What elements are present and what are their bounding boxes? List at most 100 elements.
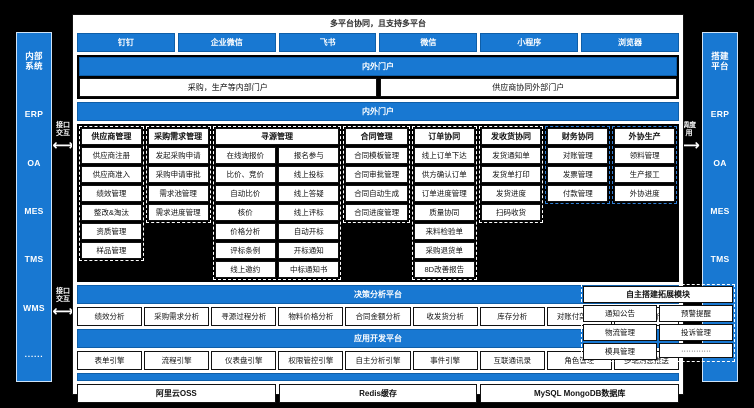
extension-cell-right-2[interactable]: ············ [659,343,733,358]
extension-cell-left-1[interactable]: 物流管理 [583,324,657,341]
capability-group-7[interactable]: 外协生产领料管理生产报工外协进度 [612,126,677,204]
capability-cell-0-0-3[interactable]: 整改&淘汰 [81,204,142,221]
capability-cell-2-0-3[interactable]: 核价 [214,204,276,221]
capability-group-6[interactable]: 财务协同对账管理发票管理付款管理 [545,126,611,204]
capability-cell-4-0-1[interactable]: 供方确认订单 [413,166,475,183]
decision-item-3[interactable]: 物料价格分析 [278,307,344,326]
capability-cell-4-0-5[interactable]: 采购退货单 [413,242,475,259]
capability-cell-5-0-2[interactable]: 发货进度 [480,185,542,202]
channel-chip-5[interactable]: 浏览器 [581,33,679,52]
internal-system-item-3[interactable]: MES [17,206,51,217]
capability-cell-0-0-5[interactable]: 样品管理 [81,242,142,259]
extension-module-head[interactable]: 自主搭建拓展模块 [583,286,733,303]
platform-item-0[interactable]: 搭建平台 [703,51,737,72]
capability-cell-0-0-2[interactable]: 绩效管理 [81,185,142,202]
capability-cell-2-1-3[interactable]: 线上评标 [278,204,340,221]
capability-group-0[interactable]: 供应商管理供应商注册供应商准入绩效管理整改&淘汰资质管理样品管理 [79,126,144,261]
capability-cell-4-0-3[interactable]: 质量协同 [413,204,475,221]
platform-item-1[interactable]: ERP [703,110,737,120]
capability-cell-2-0-2[interactable]: 自动比价 [214,185,276,202]
capability-cell-2-0-1[interactable]: 比价、竞价 [214,166,276,183]
infra-item-2[interactable]: MySQL MongoDB数据库 [480,384,680,403]
extension-cell-right-1[interactable]: 投诉管理 [659,324,733,341]
capability-cell-3-0-0[interactable]: 合同模板管理 [345,147,408,164]
channel-chip-0[interactable]: 钉钉 [77,33,175,52]
capability-head-4[interactable]: 订单协同 [413,128,475,145]
capability-cell-7-0-2[interactable]: 外协进度 [614,185,675,202]
capability-cell-6-0-2[interactable]: 付款管理 [547,185,609,202]
extension-cell-right-0[interactable]: 预警提醒 [659,305,733,322]
appdev-item-2[interactable]: 仪表盘引擎 [211,351,277,370]
capability-cell-0-0-1[interactable]: 供应商准入 [81,166,142,183]
capability-cell-0-0-0[interactable]: 供应商注册 [81,147,142,164]
capability-cell-5-0-3[interactable]: 扫码收货 [480,204,542,221]
capability-cell-0-0-4[interactable]: 资质管理 [81,223,142,240]
capability-cell-5-0-1[interactable]: 发货单打印 [480,166,542,183]
capability-cell-4-0-4[interactable]: 来料检验单 [413,223,475,240]
capability-cell-3-0-3[interactable]: 合同进度管理 [345,204,408,221]
capability-cell-2-1-1[interactable]: 线上投标 [278,166,340,183]
channel-chip-3[interactable]: 微信 [379,33,478,52]
capability-cell-1-0-2[interactable]: 需求池管理 [147,185,209,202]
appdev-item-6[interactable]: 互联通讯录 [479,351,545,370]
infra-item-1[interactable]: Redis缓存 [278,384,478,403]
extension-cell-left-2[interactable]: 模具管理 [583,343,657,360]
appdev-item-0[interactable]: 表单引擎 [77,351,143,370]
capability-cell-1-0-0[interactable]: 发起采购申请 [147,147,209,164]
capability-head-0[interactable]: 供应商管理 [81,128,142,145]
portal-box-0[interactable]: 采购，生产等内部门户 [79,78,377,97]
capability-cell-6-0-1[interactable]: 发票管理 [547,166,609,183]
internal-system-item-0[interactable]: 内部系统 [17,51,51,72]
capability-cell-2-1-6[interactable]: 中标通知书 [278,261,340,278]
decision-item-5[interactable]: 收发货分析 [412,307,478,326]
appdev-item-4[interactable]: 自主分析引擎 [345,351,411,370]
internal-system-item-6[interactable]: ······ [17,351,51,362]
appdev-item-3[interactable]: 权限管控引擎 [278,351,344,370]
extension-module-group[interactable]: 自主搭建拓展模块通知公告物流管理模具管理 预警提醒投诉管理 ············ [581,284,735,362]
internal-system-item-1[interactable]: ERP [17,110,51,120]
platform-item-4[interactable]: TMS [703,255,737,265]
capability-cell-2-0-5[interactable]: 评标条例 [214,242,276,259]
capability-cell-3-0-1[interactable]: 合同审批管理 [345,166,408,183]
capability-cell-6-0-0[interactable]: 对账管理 [547,147,609,164]
capability-cell-2-0-4[interactable]: 价格分析 [214,223,276,240]
internal-system-item-4[interactable]: TMS [17,255,51,265]
capability-head-6[interactable]: 财务协同 [547,128,609,145]
capability-head-7[interactable]: 外协生产 [614,128,675,145]
capability-cell-2-0-6[interactable]: 线上邀约 [214,261,276,278]
infra-item-0[interactable]: 阿里云OSS [77,384,276,403]
capability-cell-2-1-0[interactable]: 报名参与 [278,147,340,164]
decision-item-4[interactable]: 合同金额分析 [345,307,411,326]
decision-item-0[interactable]: 绩效分析 [77,307,143,326]
decision-item-2[interactable]: 寻源过程分析 [211,307,277,326]
decision-item-1[interactable]: 采购需求分析 [144,307,210,326]
capability-cell-4-0-0[interactable]: 线上订单下达 [413,147,475,164]
capability-head-2[interactable]: 寻源管理 [214,128,340,145]
capability-cell-7-0-1[interactable]: 生产报工 [614,166,675,183]
capability-head-5[interactable]: 发收货协同 [480,128,542,145]
capability-cell-2-1-4[interactable]: 自动开标 [278,223,340,240]
internal-system-item-2[interactable]: OA [17,158,51,169]
portal-box-1[interactable]: 供应商协同外部门户 [379,78,677,97]
extension-cell-left-0[interactable]: 通知公告 [583,305,657,322]
capability-group-4[interactable]: 订单协同线上订单下达供方确认订单订单进度管理质量协同来料检验单采购退货单 8D改善… [411,126,477,280]
capability-group-3[interactable]: 合同管理合同模板管理合同审批管理合同自动生成合同进度管理 [343,126,410,223]
appdev-item-5[interactable]: 事件引擎 [412,351,478,370]
capability-group-5[interactable]: 发收货协同发货通知单发货单打印发货进度扫码收货 [478,126,544,223]
internal-system-item-5[interactable]: WMS [17,303,51,314]
decision-item-6[interactable]: 库存分析 [479,307,545,326]
capability-head-1[interactable]: 采购需求管理 [147,128,209,145]
capability-group-1[interactable]: 采购需求管理发起采购申请采购申请审批需求池管理需求进度管理 [145,126,211,223]
capability-cell-2-1-2[interactable]: 线上答疑 [278,185,340,202]
capability-cell-5-0-0[interactable]: 发货通知单 [480,147,542,164]
capability-cell-4-0-6[interactable]: 8D改善报告 [413,261,475,278]
capability-cell-3-0-2[interactable]: 合同自动生成 [345,185,408,202]
capability-cell-2-0-0[interactable]: 在线询报价 [214,147,276,164]
capability-group-2[interactable]: 寻源管理在线询报价比价、竞价自动比价核价价格分析评标条例线上邀约 报名参与线上投标… [212,126,342,280]
capability-cell-2-1-5[interactable]: 开标通知 [278,242,340,259]
channel-chip-2[interactable]: 飞书 [278,33,377,52]
capability-cell-4-0-2[interactable]: 订单进度管理 [413,185,475,202]
platform-item-2[interactable]: OA [703,158,737,169]
channel-chip-1[interactable]: 企业微信 [177,33,276,52]
capability-cell-1-0-1[interactable]: 采购申请审批 [147,166,209,183]
